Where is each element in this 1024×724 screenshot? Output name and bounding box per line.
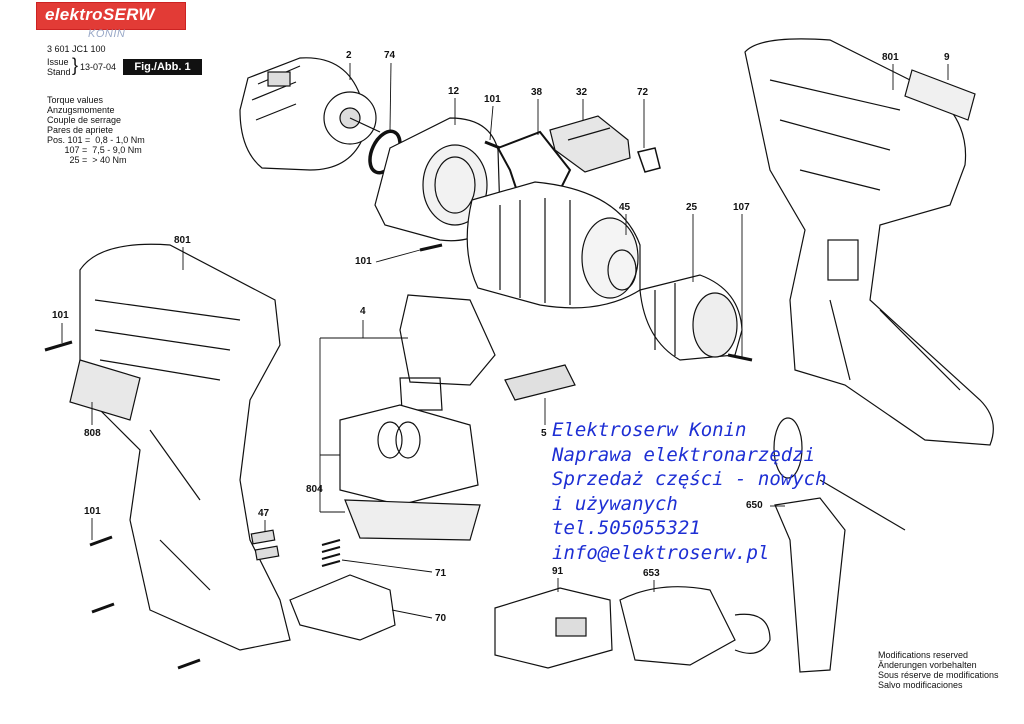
torque-heading-fr: Couple de serrage [47, 115, 122, 125]
charger-part [619, 586, 771, 666]
electronics-board-part [339, 404, 481, 541]
housing-screw-part [91, 602, 115, 614]
gearbox-part [466, 181, 641, 309]
promo-service: Naprawa elektronarzędzi [552, 443, 816, 466]
motor-part [239, 57, 381, 171]
part-label: 101 [355, 256, 372, 267]
label-part [69, 359, 141, 421]
logo-brand: elektroSERW [45, 5, 155, 24]
housing-left-part [79, 243, 291, 651]
torque-heading-es: Pares de apriete [47, 125, 114, 135]
chuck-screw-part [727, 353, 753, 362]
clip-part [637, 147, 661, 173]
battery-part [494, 587, 613, 669]
direction-slider-part [504, 364, 576, 401]
part-label: 70 [435, 613, 447, 624]
part-label: 101 [484, 94, 501, 105]
trigger-part [289, 574, 396, 641]
doc-number: 3 601 JC1 100 [47, 44, 106, 54]
promo-overlay: Elektroserw Konin Naprawa elektronarzędz… [552, 418, 827, 565]
chuck-part [639, 274, 743, 361]
part-label: 47 [258, 508, 270, 519]
torque-row: 107 = 7,5 - 9,0 Nm [47, 145, 142, 155]
logo-city: KONIN [88, 28, 126, 40]
part-label: 650 [746, 500, 763, 511]
part-label: 25 [686, 202, 698, 213]
promo-phone[interactable]: tel.505055321 [552, 517, 701, 539]
torque-row: Pos. 101 = 0,8 - 1,0 Nm [47, 135, 145, 145]
part-label: 38 [531, 87, 543, 98]
part-label: 801 [174, 235, 191, 246]
part-label: 74 [384, 50, 396, 61]
housing-right-part [744, 38, 994, 446]
switch-part [399, 294, 496, 411]
part-label: 107 [733, 202, 750, 213]
side-handle-part [773, 417, 906, 673]
mods-line-fr: Sous réserve de modifications [878, 670, 999, 680]
part-label: 804 [306, 484, 323, 495]
part-label: 653 [643, 568, 660, 579]
part-label: 71 [435, 568, 447, 579]
torque-heading-de: Anzugsmomente [47, 105, 115, 115]
part-label: 101 [84, 506, 101, 517]
housing-screw-part [419, 243, 443, 252]
screw-part [484, 140, 501, 150]
part-label: 2 [346, 50, 352, 61]
torque-values: Torque values Anzugsmomente Couple de se… [47, 95, 145, 165]
torque-heading: Torque values [47, 95, 104, 105]
part-label: 45 [619, 202, 631, 213]
part-label: 101 [52, 310, 69, 321]
selector-part [549, 115, 631, 173]
mods-line-de: Änderungen vorbehalten [878, 660, 977, 670]
part-label: 5 [541, 428, 547, 439]
part-label: 72 [637, 87, 649, 98]
stand-label: Stand [47, 67, 71, 77]
issue-date: 13-07-04 [80, 62, 117, 72]
housing-screw-part [89, 535, 113, 547]
part-label: 32 [576, 87, 588, 98]
brace-glyph: } [72, 55, 79, 75]
part-label: 9 [944, 52, 950, 63]
mods-line-es: Salvo modificaciones [878, 680, 963, 690]
promo-sales: Sprzedaż części - nowych [552, 468, 827, 490]
nameplate-part [904, 69, 976, 121]
promo-company: Elektroserw Konin [552, 419, 747, 441]
figure-label: Fig./Abb. 1 [123, 59, 202, 75]
pads-part [250, 529, 280, 561]
part-label: 12 [448, 86, 460, 97]
modifications-note: Modifications reserved Änderungen vorbeh… [878, 650, 999, 690]
leader-lines [61, 62, 949, 619]
housing-screw-part [177, 658, 201, 670]
part-label: 808 [84, 428, 101, 439]
part-label: 801 [882, 52, 899, 63]
spring-part [321, 539, 341, 567]
mods-line-en: Modifications reserved [878, 650, 969, 660]
issue-label: Issue [47, 57, 69, 67]
promo-sales-cont: i używanych [552, 492, 678, 515]
housing-screw-part [44, 340, 73, 352]
company-logo: elektroSERW [36, 2, 186, 30]
part-label: 4 [360, 306, 366, 317]
torque-row: 25 = > 40 Nm [47, 155, 127, 165]
promo-email[interactable]: info@elektroserw.pl [552, 541, 770, 564]
part-label: 91 [552, 566, 564, 577]
